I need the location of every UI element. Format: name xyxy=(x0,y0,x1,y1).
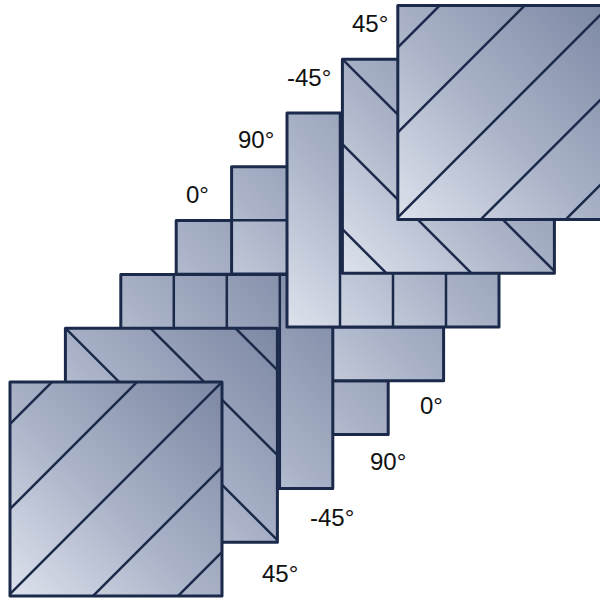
ply-angle-label: 45° xyxy=(262,562,298,586)
fiber-line xyxy=(10,382,222,596)
fiber-line xyxy=(65,328,277,542)
ply-angle-label: 0° xyxy=(186,183,209,207)
fiber-line xyxy=(398,5,600,219)
ply-outline xyxy=(398,5,600,219)
ply-angle-label: 90° xyxy=(238,128,274,152)
fiber-line xyxy=(10,382,222,596)
fiber-line xyxy=(65,328,277,542)
ply-angle-label: 0° xyxy=(420,394,443,418)
ply-angle-label: -45° xyxy=(310,506,354,530)
ply xyxy=(40,0,600,405)
fiber-line xyxy=(65,328,277,542)
fiber-line xyxy=(339,113,342,327)
fiber-line xyxy=(398,5,600,219)
fiber-line xyxy=(10,382,222,596)
ply-angle-label: -45° xyxy=(287,66,331,90)
ply-outline xyxy=(10,382,222,596)
ply-angle-label: 45° xyxy=(352,12,388,36)
fiber-line xyxy=(279,274,282,488)
fiber-line xyxy=(398,5,600,219)
ply-angle-label: 90° xyxy=(370,450,406,474)
